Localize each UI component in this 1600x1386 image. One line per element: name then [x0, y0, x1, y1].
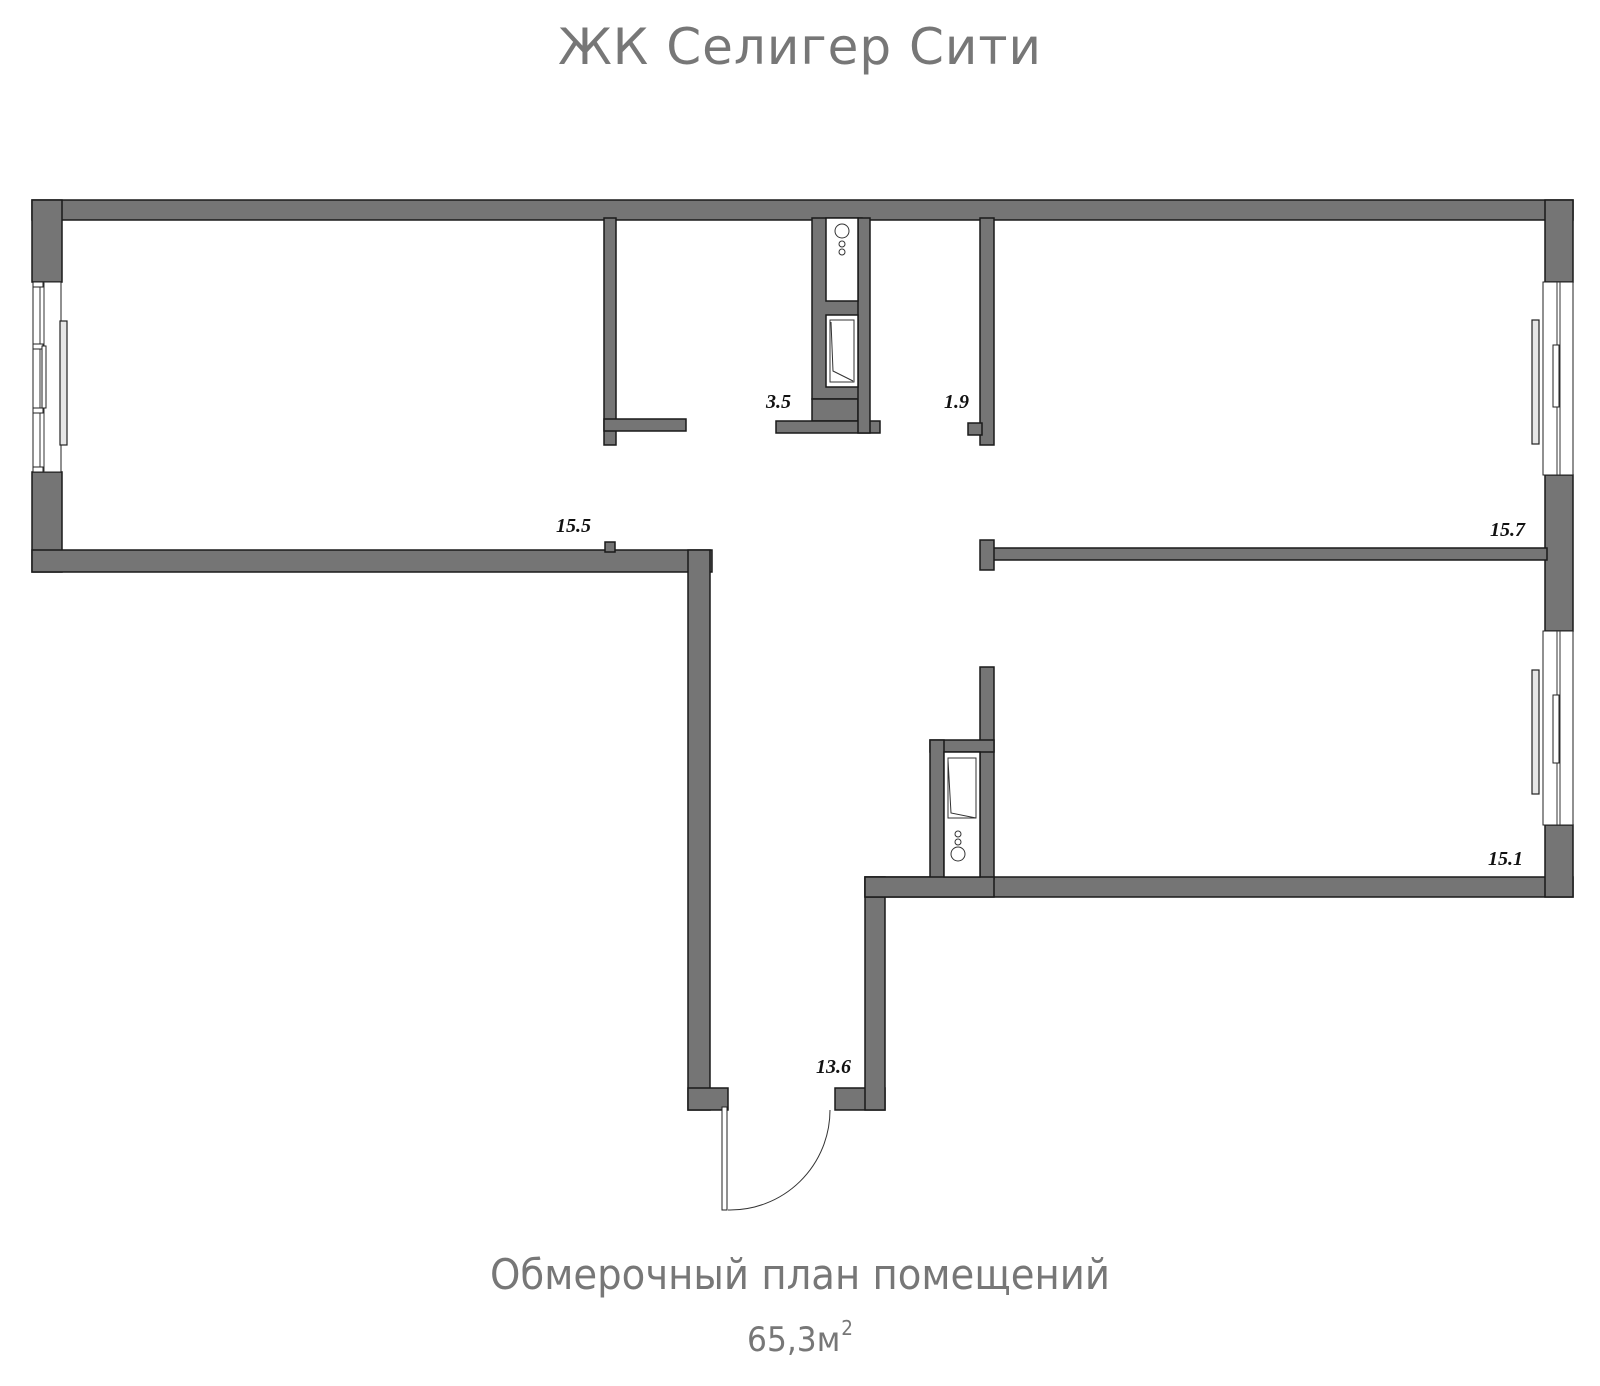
room-area-right-bottom: 15.1: [1488, 848, 1523, 870]
radiator-right-top: [1531, 319, 1540, 445]
radiator-right-bottom: [1531, 669, 1540, 795]
area-unit-superscript: 2: [841, 1316, 853, 1340]
bathtub-top: [825, 314, 859, 388]
room-area-toilet: 1.9: [944, 391, 969, 413]
window-left: [32, 281, 62, 473]
total-area-value: 65,3м: [747, 1320, 841, 1360]
radiator-left: [59, 320, 68, 446]
window-right-bottom: [1542, 630, 1574, 826]
room-area-right-top: 15.7: [1490, 519, 1526, 541]
plan-subtitle: Обмерочный план помещений: [489, 1250, 1110, 1299]
page-title: ЖК Селигер Сити: [557, 18, 1043, 76]
room-area-left: 15.5: [556, 515, 591, 537]
room-area-hallway: 13.6: [816, 1056, 851, 1078]
entrance-door: [721, 1106, 831, 1211]
window-right-top: [1542, 281, 1574, 476]
exterior-walls: [31, 199, 1574, 1111]
washbasin-top: [825, 217, 859, 302]
bathtub-bottom: [943, 751, 981, 878]
room-area-bathroom: 3.5: [765, 391, 791, 413]
total-area: 65,3м2: [64, 1316, 1536, 1360]
